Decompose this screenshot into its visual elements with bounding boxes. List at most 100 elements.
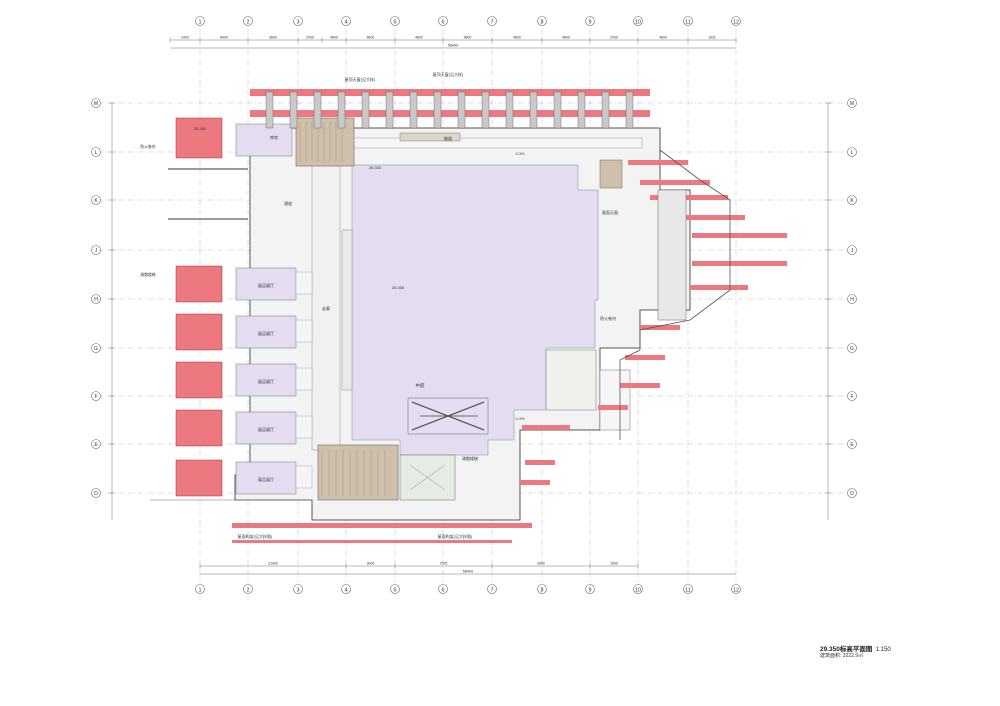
roof-beam-east xyxy=(640,325,680,330)
pink-room xyxy=(175,409,223,447)
dimension-total: 58400 xyxy=(448,44,459,48)
grid-bubble xyxy=(847,147,857,157)
elevation-label: 26.350 xyxy=(369,165,382,170)
grid-row-label: J xyxy=(851,248,854,254)
area-value: 3222.9㎡ xyxy=(842,653,864,659)
slope-label: 0.3% xyxy=(516,152,525,156)
atrium-outline xyxy=(407,397,489,435)
grid-bubble xyxy=(195,16,205,26)
pink-room xyxy=(175,313,223,351)
roof-beam-east xyxy=(625,355,665,360)
grid-col-label: 1 xyxy=(198,588,201,594)
grid-bubble xyxy=(585,16,595,26)
room-label-storage: 库房 xyxy=(270,134,278,140)
grid-bubble xyxy=(341,584,351,594)
grid-col-label: 9 xyxy=(588,20,591,26)
grid-row-label: G xyxy=(850,346,854,352)
room-label-corridor: 走廊 xyxy=(322,305,330,311)
roof-beam-east xyxy=(692,233,787,238)
dimension-value: 2400 xyxy=(610,36,618,40)
grid-bubble xyxy=(91,294,101,304)
grid-bubble xyxy=(487,584,497,594)
roof-beams xyxy=(232,89,787,543)
grid-row-label: M xyxy=(94,101,98,107)
exhibition-room xyxy=(235,363,297,397)
roof-beam-east xyxy=(640,180,710,185)
room-vestibule xyxy=(295,319,313,343)
pink-room xyxy=(175,459,223,497)
grid-col-label: 8 xyxy=(540,588,543,594)
grid-bubble xyxy=(91,488,101,498)
grid-col-label: 5 xyxy=(393,588,396,594)
grid-col-label: 2 xyxy=(246,20,249,26)
grid-col-label: 3 xyxy=(296,20,299,26)
grid-bubble xyxy=(537,584,547,594)
dimension-value: 4800 xyxy=(330,36,338,40)
grid-row-label: D xyxy=(94,491,98,497)
room-vestibule xyxy=(295,415,313,439)
exhibition-room xyxy=(235,411,297,445)
area-label: 建筑面积: xyxy=(820,653,842,659)
grid-bubble xyxy=(91,245,101,255)
grid-col-label: 12 xyxy=(733,588,739,594)
roof-column xyxy=(313,91,322,129)
grid-col-label: 1 xyxy=(198,20,201,26)
room-vestibule xyxy=(295,465,313,489)
grid-row-label: K xyxy=(850,198,854,204)
grid-col-label: 6 xyxy=(441,20,444,26)
grid-bubble xyxy=(847,343,857,353)
room-label-passage: 通道 xyxy=(284,200,292,206)
grid-row-label: F xyxy=(94,394,97,400)
roof-beam-east xyxy=(650,195,728,200)
annotation: 疏散楼梯 xyxy=(140,272,155,277)
pink-room-north xyxy=(175,117,223,159)
grid-bubble xyxy=(847,294,857,304)
grid-col-label: 2 xyxy=(246,588,249,594)
room-label-exhibition: 展品展厅 xyxy=(258,282,274,288)
dimension-value: 1500 xyxy=(610,562,618,566)
grid-row-label: G xyxy=(94,346,98,352)
grid-bubble xyxy=(585,584,595,594)
dimension-value: 7575 xyxy=(440,562,448,566)
grid-col-label: 4 xyxy=(344,20,347,26)
dimension-value: 3000 xyxy=(367,562,375,566)
room-label-atrium: 中庭 xyxy=(416,382,425,389)
grid-bubble xyxy=(847,488,857,498)
dimension-value: 4800 xyxy=(464,36,472,40)
roof-column xyxy=(409,91,418,129)
elevation-label: 26.350 xyxy=(392,285,405,290)
room-vestibule xyxy=(295,271,313,295)
grid-row-label: E xyxy=(94,442,98,448)
east-annex xyxy=(599,369,631,431)
east-column-strip xyxy=(657,189,687,321)
roof-column xyxy=(289,91,298,129)
storage-room xyxy=(235,123,293,157)
roof-column xyxy=(529,91,538,129)
room-vestibule xyxy=(295,367,313,391)
roof-beam-south xyxy=(232,523,532,528)
dimension-value: 3000 xyxy=(537,562,545,566)
grid-bubble xyxy=(293,16,303,26)
roof-beam-north xyxy=(250,89,650,96)
room-label-exhibition: 展品展厅 xyxy=(258,476,274,482)
grid-col-label: 10 xyxy=(635,20,641,26)
grid-row-label: L xyxy=(851,150,854,156)
grid-bubble xyxy=(91,391,101,401)
grid-row-label: H xyxy=(94,297,98,303)
east-edge xyxy=(619,149,731,440)
elevation-label: 26.350 xyxy=(194,126,207,131)
grid-col-label: 9 xyxy=(588,588,591,594)
roof-column xyxy=(553,91,562,129)
dimension-value: 8400 xyxy=(220,36,228,40)
roof-column xyxy=(625,91,634,129)
roof-column xyxy=(457,91,466,129)
dimension-value: 3600 xyxy=(269,36,277,40)
roof-column xyxy=(577,91,586,129)
dimension-value: 4800 xyxy=(659,36,667,40)
roof-beam-east xyxy=(690,285,748,290)
grid-bubble xyxy=(341,16,351,26)
grid-col-label: 5 xyxy=(393,20,396,26)
roof-column xyxy=(505,91,514,129)
